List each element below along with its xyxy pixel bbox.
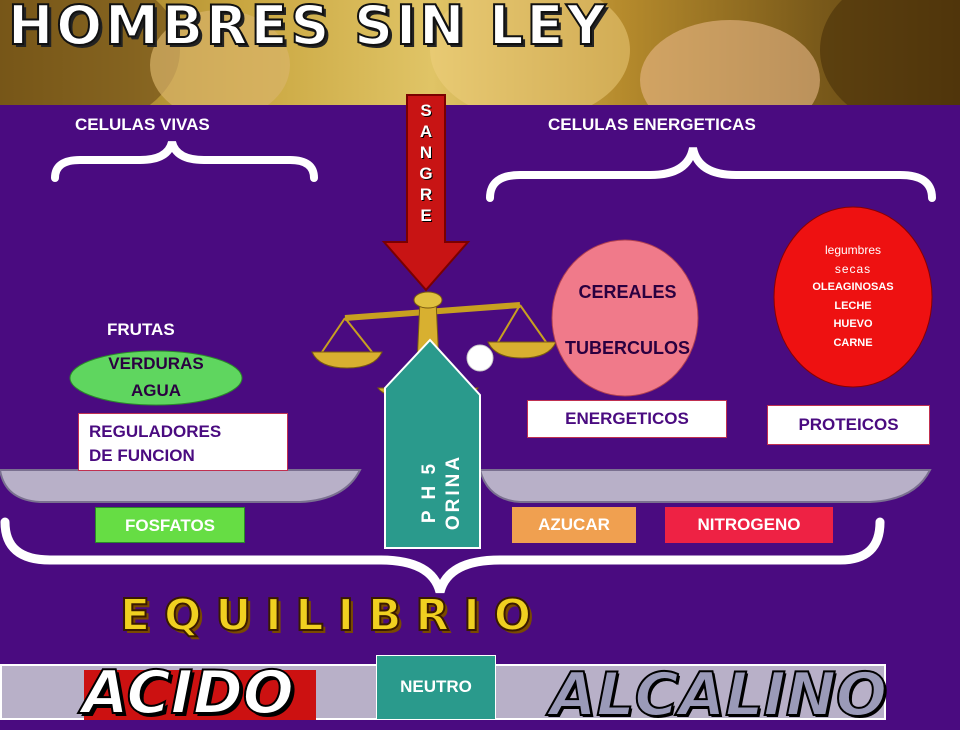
leche-label: LECHE [834, 299, 872, 312]
reguladores-line-2: DE FUNCION [89, 446, 195, 465]
acido-background [84, 670, 316, 720]
right-tray [478, 469, 932, 503]
proteicos-box: PROTEICOS [767, 405, 930, 445]
frutas-label: FRUTAS [107, 320, 175, 339]
celulas-energeticas-label: CELULAS ENERGETICAS [548, 115, 756, 134]
sangre-letter: N [419, 143, 433, 162]
brace-equilibrio [0, 517, 885, 594]
page-title: HOMBRES SIN LEY [7, 0, 609, 58]
sangre-arrow [381, 94, 471, 292]
verduras-agua-text: VERDURAS AGUA [70, 350, 242, 404]
sangre-letter: R [419, 185, 433, 204]
cereales-tuberculos-text: CEREALES TUBERCULOS [545, 278, 710, 362]
neutro-box: NEUTRO [376, 655, 496, 720]
brace-celulas-vivas [51, 140, 318, 182]
sangre-letter: S [420, 101, 432, 120]
indicator-circle [466, 344, 494, 372]
legumbres-label: legumbres [824, 243, 882, 257]
agua-label: AGUA [130, 381, 182, 400]
oleaginosas-label: OLEAGINOSAS [812, 281, 894, 293]
alcalino-label: ALCALINO [549, 659, 888, 730]
sangre-letter: A [419, 122, 433, 141]
left-tray [0, 469, 362, 503]
cereales-label: CEREALES [578, 282, 677, 302]
ph-orina-column [384, 338, 481, 549]
carne-label: CARNE [833, 336, 873, 349]
sangre-text: S A N G R E [407, 100, 445, 226]
ph-orina-text: P H 5 ORINA [385, 440, 481, 550]
verduras-agua-ellipse [69, 350, 243, 406]
huevo-label: HUEVO [833, 318, 873, 330]
proteicos-list: legumbres secas OLEAGINOSAS LECHE HUEVO … [778, 241, 928, 352]
orina-label: ORINA [443, 453, 464, 531]
proteicos-ellipse [773, 206, 933, 388]
sangre-letter: G [419, 164, 433, 183]
verduras-label: VERDURAS [108, 354, 204, 373]
reguladores-line-1: REGULADORES [89, 422, 222, 441]
acido-label: ACIDO [81, 657, 295, 729]
cereales-tuberculos-ellipse [551, 239, 699, 397]
header-banner [0, 0, 960, 105]
nitrogeno-tag: NITROGENO [665, 507, 833, 543]
tuberculos-label: TUBERCULOS [565, 338, 690, 358]
energeticos-box: ENERGETICOS [527, 400, 727, 438]
reguladores-box: REGULADORES DE FUNCION [78, 413, 288, 471]
equilibrio-title: EQUILIBRIO [119, 589, 546, 642]
azucar-tag: AZUCAR [512, 507, 636, 543]
brace-celulas-energeticas [486, 146, 936, 202]
secas-label: secas [834, 261, 872, 276]
sangre-letter: E [420, 206, 432, 225]
fosfatos-tag: FOSFATOS [95, 507, 245, 543]
celulas-vivas-label: CELULAS VIVAS [75, 115, 210, 134]
